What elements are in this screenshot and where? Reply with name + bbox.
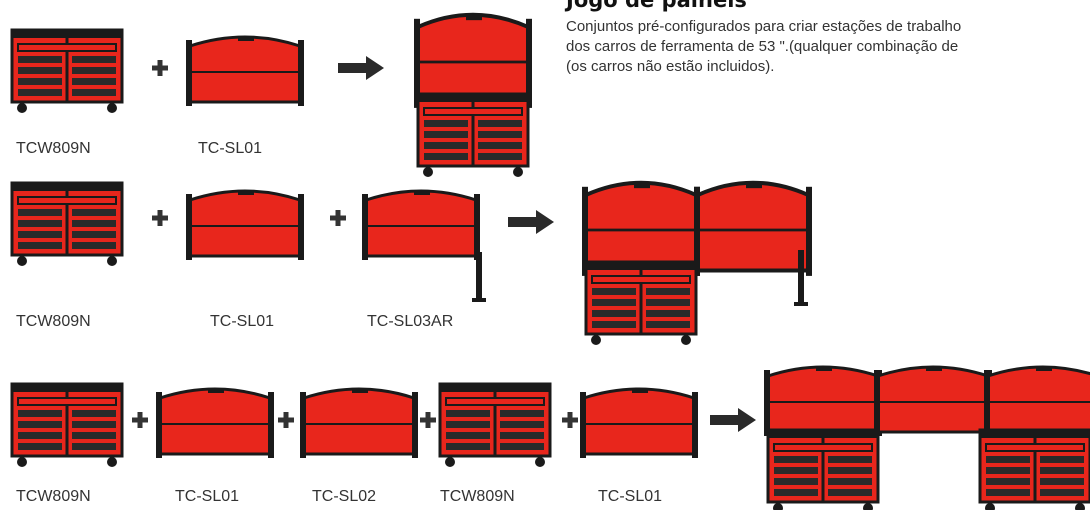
side-panel-icon	[184, 35, 306, 108]
right-arrow-icon	[508, 210, 554, 234]
part-label: TCW809N	[440, 488, 515, 505]
part-label: TC-SL01	[210, 313, 275, 330]
tool-cart-icon	[10, 382, 124, 469]
plus-icon	[152, 210, 168, 226]
plus-icon	[152, 60, 168, 76]
side-panel-icon	[578, 387, 700, 460]
description-line-2: dos carros de ferramenta de 53 ".(qualqu…	[566, 38, 959, 55]
description-line-3: (os carros não estão incluidos).	[566, 58, 775, 75]
section-description: Conjuntos pré-configurados para criar es…	[566, 17, 1090, 77]
tool-cart-icon	[10, 28, 124, 115]
right-arrow-icon	[338, 56, 384, 80]
assembled-workstation-icon	[414, 15, 532, 179]
tool-cart-icon	[438, 382, 552, 469]
section-title: Jogo de painéis	[566, 0, 747, 12]
plus-icon	[562, 412, 578, 428]
part-label: TC-SL01	[175, 488, 240, 505]
part-label: TCW809N	[16, 313, 91, 330]
side-panel-icon	[154, 387, 276, 460]
assembled-workstation-icon	[582, 183, 812, 347]
plus-icon	[132, 412, 148, 428]
right-arrow-icon	[710, 408, 756, 432]
plus-icon	[330, 210, 346, 226]
side-panel-icon	[298, 387, 420, 460]
part-label: TC-SL02	[312, 488, 377, 505]
plus-icon	[420, 412, 436, 428]
part-label: TC-SL01	[198, 140, 263, 157]
side-panel-icon	[184, 189, 306, 262]
plus-icon	[278, 412, 294, 428]
part-label: TCW809N	[16, 488, 91, 505]
part-label: TCW809N	[16, 140, 91, 157]
panel-leg-icon	[360, 189, 486, 302]
tool-cart-icon	[10, 181, 124, 268]
part-label: TC-SL01	[598, 488, 663, 505]
assembled-workstation-icon	[762, 365, 1090, 510]
part-label: TC-SL03AR	[367, 313, 454, 330]
description-line-1: Conjuntos pré-configurados para criar es…	[566, 18, 962, 35]
